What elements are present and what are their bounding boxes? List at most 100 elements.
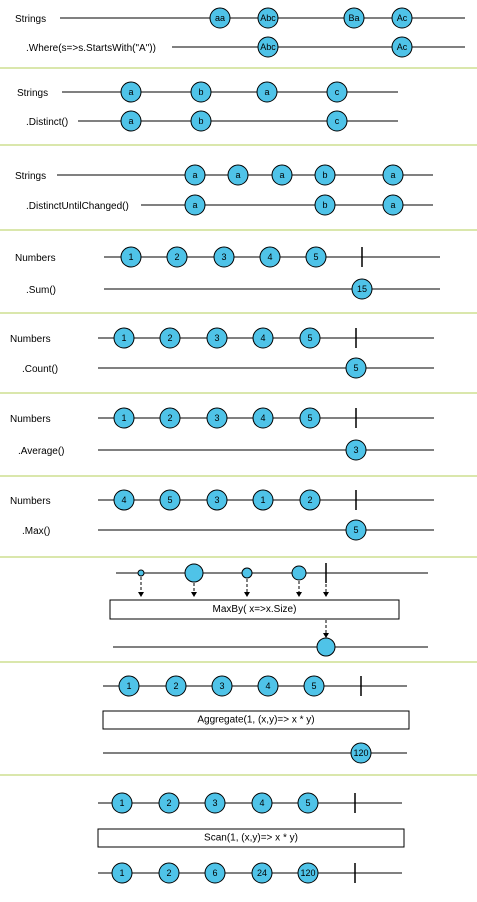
marble-circle bbox=[391, 7, 413, 29]
marble-circle bbox=[184, 164, 206, 186]
marble: 2 bbox=[158, 862, 180, 884]
marble-label: 3 bbox=[212, 798, 217, 808]
marble-label: 6 bbox=[212, 868, 217, 878]
marble-circle bbox=[257, 36, 279, 58]
marble-label: a bbox=[192, 170, 197, 180]
marble: a bbox=[120, 110, 142, 132]
marble-label: a bbox=[390, 170, 395, 180]
marble: a bbox=[382, 194, 404, 216]
marble: 1 bbox=[120, 246, 142, 268]
marble: 15 bbox=[351, 278, 373, 300]
marble: 6 bbox=[204, 862, 226, 884]
marble-label: 1 bbox=[121, 333, 126, 343]
marble-circle bbox=[158, 862, 180, 884]
marble-circle bbox=[299, 327, 321, 349]
marble: 2 bbox=[166, 246, 188, 268]
marble-label: a bbox=[390, 200, 395, 210]
operator-box bbox=[102, 710, 410, 730]
marble-label: 3 bbox=[219, 681, 224, 691]
marble-label: a bbox=[192, 200, 197, 210]
marble: b bbox=[190, 110, 212, 132]
marble-label: 1 bbox=[128, 252, 133, 262]
marble: b bbox=[314, 164, 336, 186]
marble-circle bbox=[256, 81, 278, 103]
marble: 1 bbox=[118, 675, 140, 697]
arrow-head bbox=[138, 592, 144, 597]
marble: b bbox=[314, 194, 336, 216]
arrow-head bbox=[191, 592, 197, 597]
marble-circle bbox=[345, 519, 367, 541]
marble: 1 bbox=[111, 862, 133, 884]
marble-label: 2 bbox=[174, 252, 179, 262]
marble-circle bbox=[343, 7, 365, 29]
marble-circle bbox=[190, 81, 212, 103]
marble-circle bbox=[209, 7, 231, 29]
marble-circle bbox=[204, 792, 226, 814]
marble-circle bbox=[158, 792, 180, 814]
marble-label: 1 bbox=[119, 868, 124, 878]
marble-label: 24 bbox=[257, 868, 267, 878]
marble-circle bbox=[345, 357, 367, 379]
marble-circle bbox=[113, 327, 135, 349]
marble-label: 4 bbox=[259, 798, 264, 808]
operator-label: MaxBy( x=>x.Size) bbox=[213, 604, 297, 615]
marble-label: 4 bbox=[260, 333, 265, 343]
marble-label: 1 bbox=[126, 681, 131, 691]
marble-circle bbox=[206, 327, 228, 349]
marble-circle bbox=[391, 36, 413, 58]
marble-label: a bbox=[128, 116, 133, 126]
marble-label: 3 bbox=[353, 445, 358, 455]
marble-circle bbox=[257, 675, 279, 697]
marble-label: a bbox=[264, 87, 269, 97]
marble-circle bbox=[326, 110, 348, 132]
marble-circle bbox=[259, 246, 281, 268]
marble: 4 bbox=[113, 489, 135, 511]
arrow-head bbox=[244, 592, 250, 597]
marble-label: a bbox=[235, 170, 240, 180]
operator-label: .Sum() bbox=[26, 285, 56, 296]
marble-circle bbox=[204, 862, 226, 884]
marble: Abc bbox=[257, 36, 279, 58]
operator-label: .Distinct() bbox=[26, 117, 68, 128]
marble-label: c bbox=[335, 116, 340, 126]
marble: 5 bbox=[305, 246, 327, 268]
arrow-head bbox=[296, 592, 302, 597]
marble: 1 bbox=[111, 792, 133, 814]
marble: aa bbox=[209, 7, 231, 29]
marble: a bbox=[227, 164, 249, 186]
marble-label: b bbox=[198, 87, 203, 97]
marble: 1 bbox=[252, 489, 274, 511]
marble-label: 1 bbox=[119, 798, 124, 808]
marble-circle bbox=[251, 862, 273, 884]
marble-label: 5 bbox=[311, 681, 316, 691]
marble-circle bbox=[165, 675, 187, 697]
operator-label: .Where(s=>s.StartsWith("A")) bbox=[26, 43, 156, 54]
source-label: Strings bbox=[17, 88, 48, 99]
marble: 3 bbox=[213, 246, 235, 268]
marble-label: a bbox=[279, 170, 284, 180]
marble-circle bbox=[251, 792, 273, 814]
marble: 2 bbox=[165, 675, 187, 697]
marble: 4 bbox=[252, 407, 274, 429]
marble-circle bbox=[382, 164, 404, 186]
marble bbox=[316, 637, 336, 657]
operator-label: .Count() bbox=[22, 364, 58, 375]
marble-circle bbox=[159, 407, 181, 429]
marble-label: 2 bbox=[167, 333, 172, 343]
marble-circle bbox=[159, 327, 181, 349]
marble-circle bbox=[120, 110, 142, 132]
source-label: Strings bbox=[15, 171, 46, 182]
marble: 120 bbox=[297, 862, 319, 884]
marble-circle bbox=[252, 489, 274, 511]
marble: 5 bbox=[345, 357, 367, 379]
marble-label: a bbox=[128, 87, 133, 97]
marble-circle bbox=[303, 675, 325, 697]
arrow-head bbox=[323, 592, 329, 597]
operator-label: Aggregate(1, (x,y)=> x * y) bbox=[197, 715, 314, 726]
marble-circle bbox=[159, 489, 181, 511]
marble-label: 4 bbox=[267, 252, 272, 262]
marble bbox=[241, 567, 253, 579]
marble: Ac bbox=[391, 36, 413, 58]
marble-label: 4 bbox=[121, 495, 126, 505]
